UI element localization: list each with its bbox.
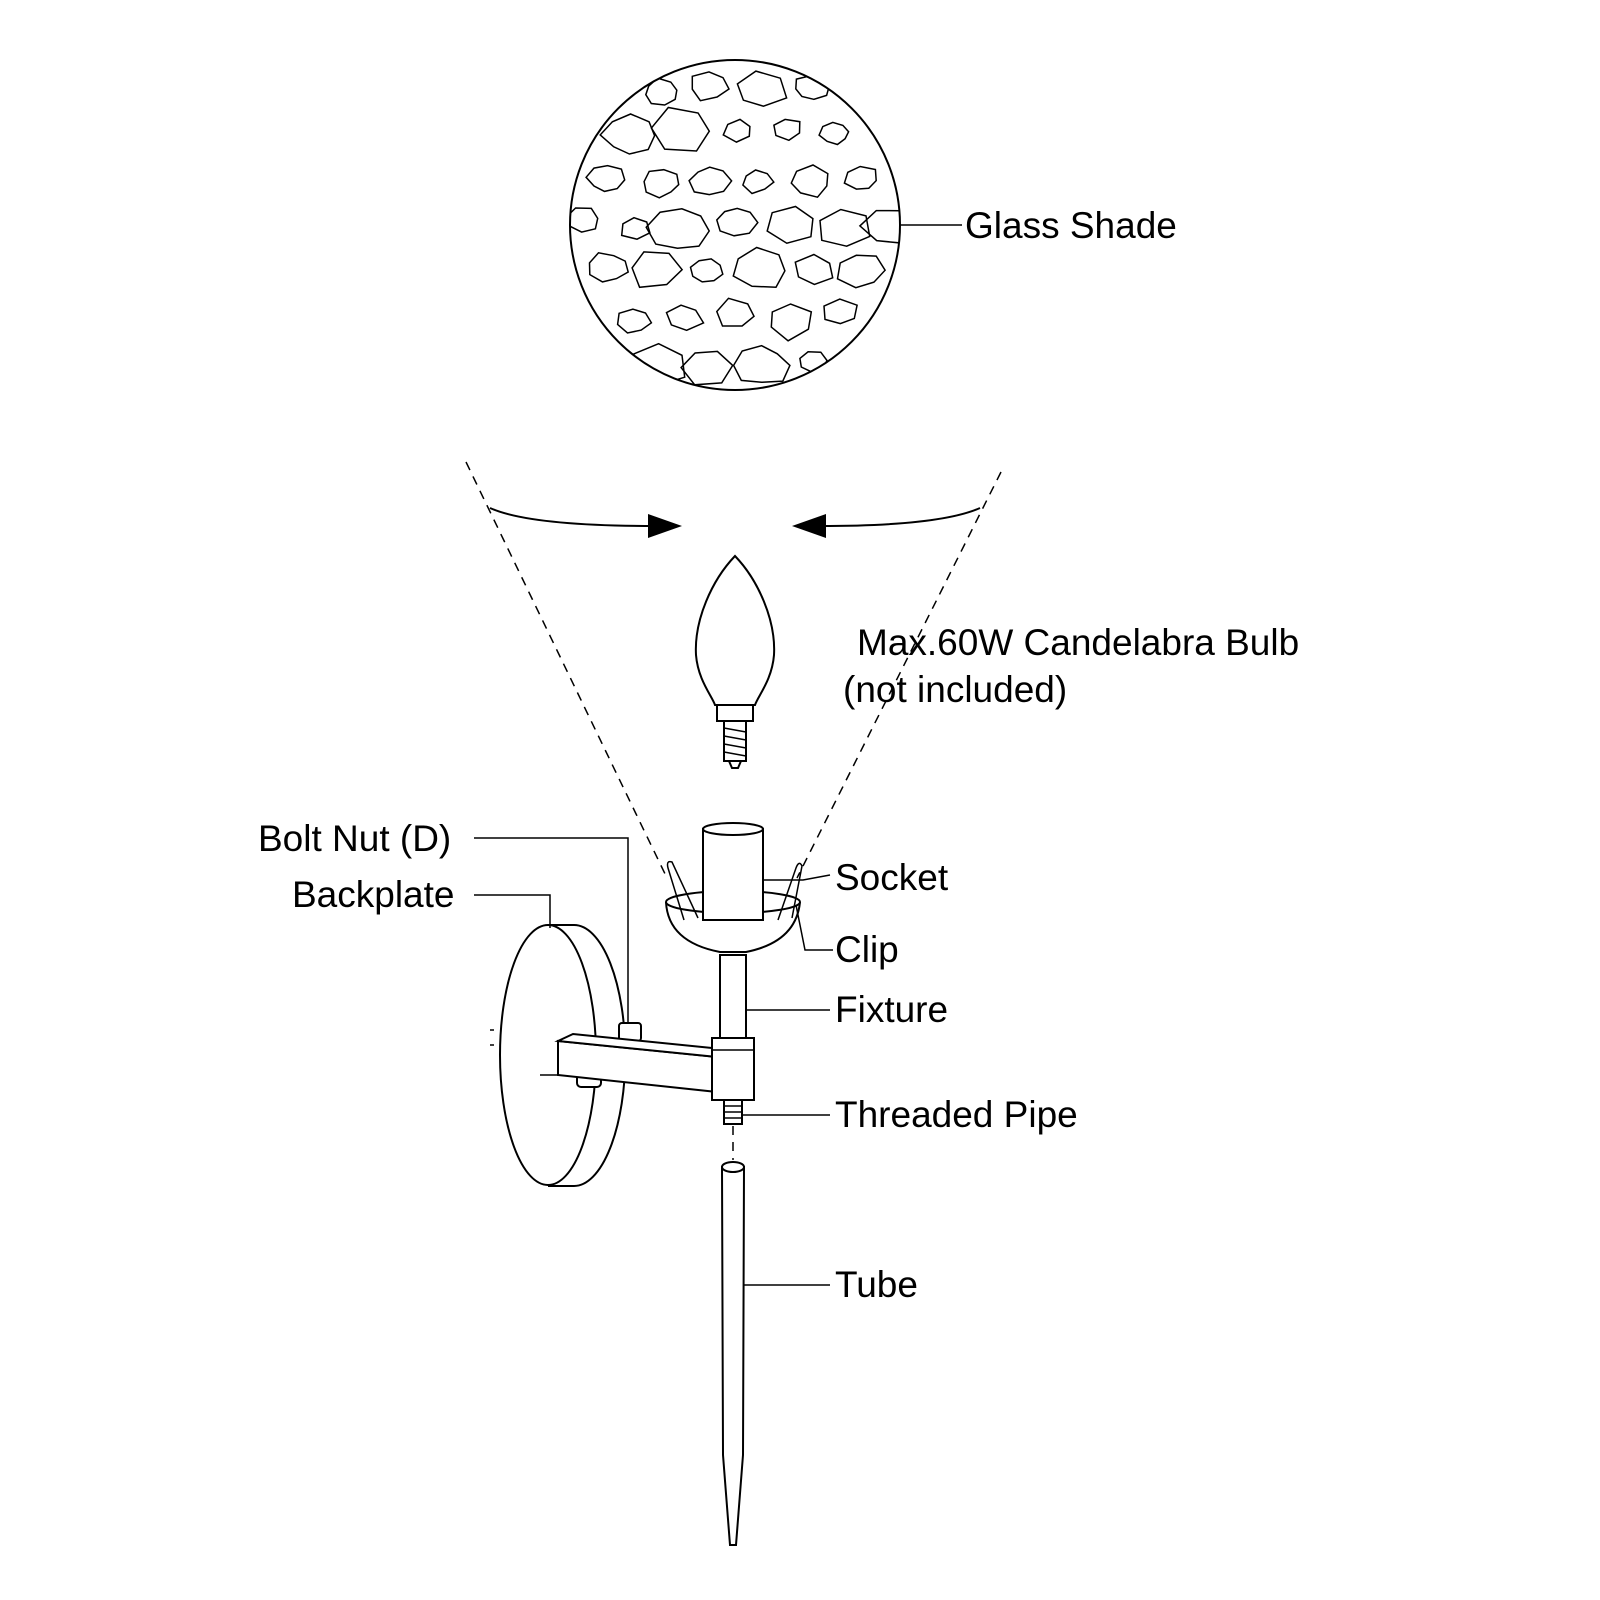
glass-texture-pebble: [732, 246, 786, 288]
tube-opening: [721, 1161, 745, 1173]
glass-texture-pebble: [643, 168, 680, 199]
clip-label: Clip: [835, 929, 899, 970]
glass-texture-pebble: [722, 118, 751, 143]
glass-texture-pebble: [585, 164, 626, 193]
socket: [702, 828, 764, 921]
glass-texture-pattern: [570, 70, 900, 387]
socket-cup-drawing: [665, 822, 803, 953]
backplate-label: Backplate: [292, 874, 455, 915]
tube-drawing: [720, 1161, 746, 1546]
glass-texture-pebble: [616, 308, 653, 334]
backplate-leader: [474, 894, 551, 928]
socket-label: Socket: [835, 857, 949, 898]
glass-shade-drawing: [569, 59, 901, 391]
threaded-pipe-label: Threaded Pipe: [835, 1094, 1078, 1135]
glass-texture-pebble: [631, 251, 684, 289]
glass-texture-pebble: [691, 71, 730, 102]
glass-texture-pebble: [742, 169, 775, 195]
glass-texture-pebble: [858, 209, 900, 244]
left-arrow-curve: [489, 507, 656, 527]
fixture-body-drawing: [711, 954, 755, 1160]
glass-texture-pebble: [799, 351, 828, 373]
glass-texture-pebble: [715, 207, 759, 237]
right-arrow-head-icon: [792, 514, 826, 538]
glass-texture-pebble: [715, 297, 755, 327]
glass-texture-pebble: [645, 208, 711, 249]
glass-texture-pebble: [688, 166, 733, 196]
fixture-coupling: [711, 1037, 755, 1101]
glass-texture-pebble: [818, 121, 850, 146]
threaded-pipe-drawing: [723, 1099, 743, 1125]
bulb-spec-label-line1: Max.60W Candelabra Bulb: [857, 622, 1299, 663]
socket-cup: [665, 901, 801, 953]
glass-texture-pebble: [620, 216, 651, 240]
glass-texture-pebble: [689, 258, 724, 283]
bulb-glass: [694, 554, 776, 706]
bulb-screw-base: [723, 720, 747, 769]
bolt-nut-leader: [474, 837, 629, 1023]
bulb-spec-label-line2: (not included): [843, 669, 1067, 710]
left-arrow-head-icon: [648, 514, 682, 538]
left-guide-dashed-line: [465, 461, 668, 879]
glass-texture-pebble: [823, 298, 858, 325]
right-arrow-curve: [819, 507, 981, 527]
fixture-stem: [719, 954, 747, 1039]
assembly-guide-lines: [465, 461, 1002, 879]
glass-texture-pebble: [650, 106, 711, 152]
glass-texture-pebble: [790, 164, 829, 199]
glass-texture-pebble: [736, 70, 788, 107]
glass-texture-pebble: [680, 350, 734, 386]
glass-texture-pebble: [773, 118, 801, 142]
glass-texture-pebble: [843, 165, 877, 190]
glass-shade-outline: [569, 59, 901, 391]
glass-texture-pebble: [644, 77, 678, 106]
glass-texture-pebble: [836, 254, 887, 289]
bulb-collar: [716, 704, 754, 722]
candelabra-bulb-drawing: [694, 554, 776, 769]
tube-label: Tube: [835, 1264, 918, 1305]
glass-texture-pebble: [766, 205, 814, 245]
clip-leader: [795, 904, 833, 951]
glass-texture-pebble: [599, 113, 656, 155]
bolt-nut-label: Bolt Nut (D): [258, 818, 451, 859]
clip-left: [666, 860, 699, 921]
glass-texture-pebble: [770, 303, 813, 342]
right-guide-dashed-line: [796, 471, 1002, 879]
socket-leader: [763, 874, 831, 881]
tube-body: [720, 1166, 746, 1546]
glass-texture-pebble: [732, 344, 791, 384]
glass-texture-pebble: [819, 208, 871, 247]
clip-right: [777, 862, 803, 921]
glass-shade-label: Glass Shade: [965, 205, 1177, 246]
fixture-label: Fixture: [835, 989, 948, 1030]
glass-texture-pebble: [588, 251, 630, 283]
glass-texture-pebble: [794, 253, 834, 286]
glass-texture-pebble: [665, 304, 705, 332]
